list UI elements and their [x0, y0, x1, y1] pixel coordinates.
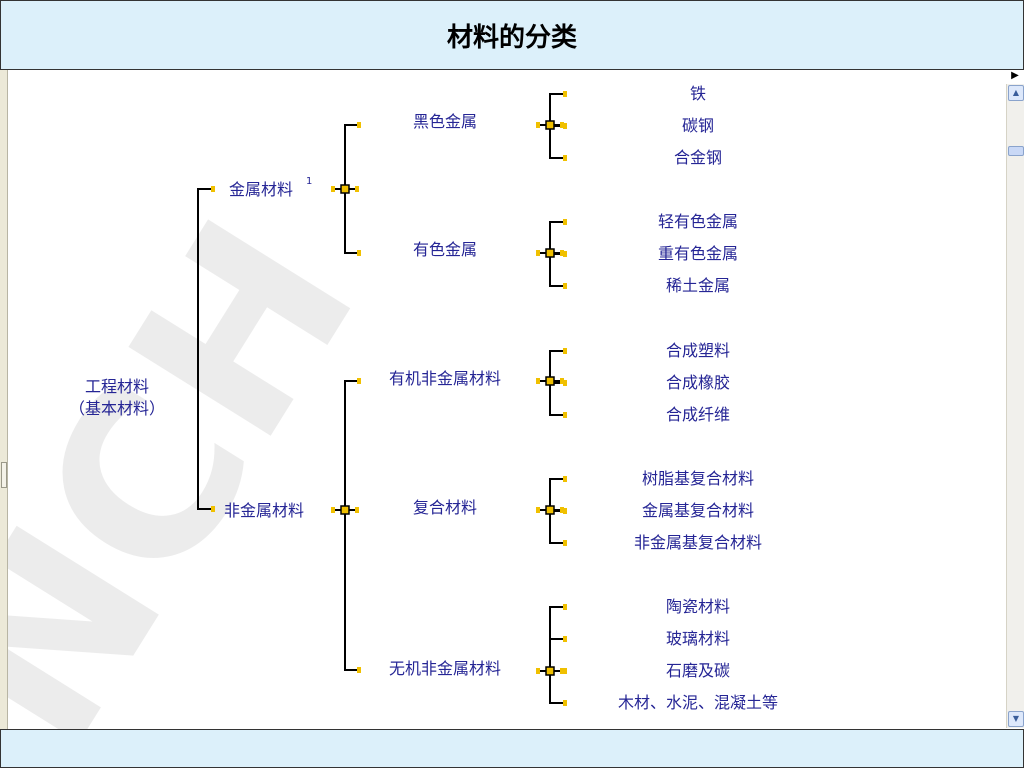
node-marker — [563, 348, 567, 354]
node-marker — [563, 700, 567, 706]
leaf-node: 木材、水泥、混凝土等 — [617, 693, 779, 712]
node-marker — [331, 186, 335, 192]
root-bracket — [197, 188, 212, 510]
junction-marker — [340, 184, 350, 194]
node-marker — [563, 604, 567, 610]
bottom-bar — [0, 729, 1024, 768]
node-marker — [560, 507, 564, 513]
junction-marker — [545, 248, 555, 258]
left-splitter[interactable] — [0, 70, 8, 729]
leaf-node: 铁 — [689, 84, 707, 103]
node-marker — [563, 508, 567, 514]
leaf-node: 轻有色金属 — [657, 212, 739, 231]
chevron-up-icon[interactable]: ▲ — [1008, 85, 1024, 101]
scrollbar-thumb[interactable] — [1008, 146, 1024, 156]
node-ferrous-metals: 黑色金属 — [412, 112, 478, 131]
node-marker — [563, 636, 567, 642]
classification-tree: NCH 工程材料 （基本材料） 金属材料 1 非金属材料 黑色金属 有色金属 有… — [8, 70, 1006, 729]
leaf-node: 陶瓷材料 — [665, 597, 731, 616]
node-marker — [563, 476, 567, 482]
node-marker — [563, 251, 567, 257]
leaf-node: 树脂基复合材料 — [641, 469, 755, 488]
splitter-grip-icon[interactable] — [1, 462, 7, 488]
node-organic-nonmetal: 有机非金属材料 — [388, 369, 502, 388]
node-marker — [563, 668, 567, 674]
junction-marker — [545, 666, 555, 676]
node-marker — [331, 507, 335, 513]
root-label-line1: 工程材料 — [84, 377, 150, 396]
title-bar: 材料的分类 — [0, 0, 1024, 70]
node-marker — [563, 380, 567, 386]
node-marker — [355, 507, 359, 513]
node-marker — [357, 250, 361, 256]
node-marker — [355, 186, 359, 192]
node-marker — [563, 283, 567, 289]
node-nonmetal-materials: 非金属材料 — [224, 501, 305, 520]
node-inorganic-nonmetal: 无机非金属材料 — [388, 659, 502, 678]
triangle-right-icon[interactable]: ▶ — [1011, 70, 1019, 81]
leaf-node: 合成橡胶 — [665, 373, 731, 392]
node-marker — [357, 378, 361, 384]
bracket-nonmetal — [344, 380, 358, 671]
node-metal-materials: 金属材料 — [229, 180, 294, 199]
node-marker — [560, 250, 564, 256]
node-marker — [563, 91, 567, 97]
node-marker — [536, 668, 540, 674]
node-marker — [563, 412, 567, 418]
leaf-node: 合成纤维 — [665, 405, 731, 424]
node-nonferrous-metals: 有色金属 — [412, 240, 478, 259]
node-marker — [211, 186, 215, 192]
footnote-marker: 1 — [306, 176, 313, 187]
tree-connectors: NCH — [8, 91, 567, 729]
junction-marker — [545, 505, 555, 515]
node-marker — [536, 507, 540, 513]
root-label-line2: （基本材料） — [68, 399, 166, 418]
node-marker — [211, 506, 215, 512]
svg-text:NCH: NCH — [8, 178, 408, 729]
root-node: 工程材料 （基本材料） — [69, 376, 165, 420]
node-marker — [357, 667, 361, 673]
node-composite-materials: 复合材料 — [412, 498, 478, 517]
leaf-node: 石磨及碳 — [665, 661, 731, 680]
leaf-node: 合成塑料 — [665, 341, 731, 360]
leaf-node: 合金钢 — [673, 148, 723, 167]
node-marker — [536, 378, 540, 384]
node-marker — [536, 250, 540, 256]
junction-marker — [340, 505, 350, 515]
node-marker — [536, 122, 540, 128]
node-marker — [357, 122, 361, 128]
leaf-node: 重有色金属 — [657, 244, 739, 263]
leaf-node: 稀土金属 — [665, 276, 731, 295]
junction-marker — [545, 376, 555, 386]
chevron-down-icon[interactable]: ▼ — [1008, 711, 1024, 727]
junction-marker — [545, 120, 555, 130]
leaf-node: 玻璃材料 — [665, 629, 731, 648]
leaf-node: 碳钢 — [681, 116, 715, 135]
leaf-node: 非金属基复合材料 — [633, 533, 763, 552]
bracket-leaf-group-4 — [549, 606, 564, 704]
node-marker — [563, 219, 567, 225]
leaf-node: 金属基复合材料 — [641, 501, 755, 520]
node-marker — [560, 668, 564, 674]
node-marker — [560, 122, 564, 128]
page-title: 材料的分类 — [446, 23, 577, 53]
node-marker — [563, 123, 567, 129]
vertical-scrollbar[interactable]: ▲ ▼ — [1006, 84, 1024, 728]
watermark: NCH — [8, 178, 408, 729]
node-marker — [563, 155, 567, 161]
node-marker — [563, 540, 567, 546]
node-marker — [560, 378, 564, 384]
